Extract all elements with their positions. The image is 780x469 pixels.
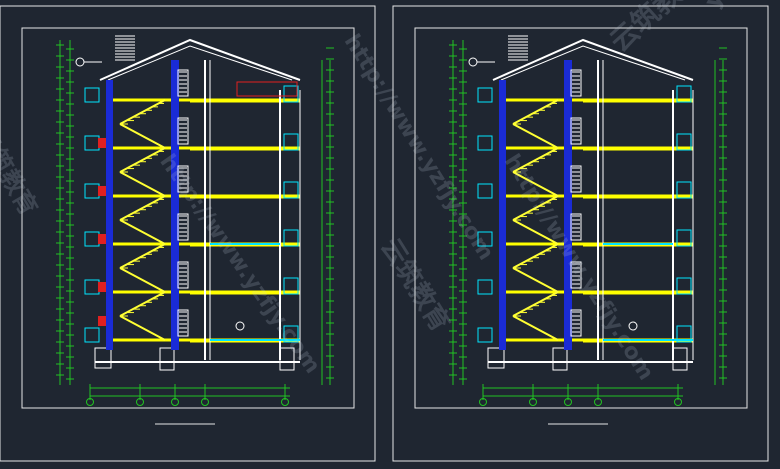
window-left bbox=[84, 327, 100, 343]
door-frame bbox=[177, 261, 189, 289]
stair-flight-down bbox=[512, 219, 559, 245]
window-right bbox=[676, 133, 692, 151]
elevation-callout bbox=[468, 57, 478, 67]
window-right bbox=[283, 181, 299, 199]
window-left bbox=[84, 135, 100, 151]
door-frame bbox=[570, 309, 582, 337]
elevation-callout bbox=[75, 57, 85, 67]
window-left bbox=[477, 327, 493, 343]
door-frame bbox=[570, 69, 582, 97]
stair-flight-up bbox=[119, 195, 166, 221]
window-right bbox=[676, 277, 692, 295]
grid-axis-bubble bbox=[564, 398, 572, 406]
stair-flight-down bbox=[119, 171, 166, 197]
window-right bbox=[676, 325, 692, 343]
grid-axis-bubble bbox=[479, 398, 487, 406]
grid-axis-bubble bbox=[201, 398, 209, 406]
window-right bbox=[283, 325, 299, 343]
grid-axis-bubble bbox=[674, 398, 682, 406]
stair-flight-down bbox=[119, 267, 166, 293]
grid-axis-bubble bbox=[171, 398, 179, 406]
stair-flight-up bbox=[512, 147, 559, 173]
window-left bbox=[84, 231, 100, 247]
stair-flight-up bbox=[119, 99, 166, 125]
door-frame bbox=[570, 117, 582, 145]
sheet-inner-frame bbox=[21, 27, 355, 409]
stair-flight-up bbox=[512, 291, 559, 317]
red-marker bbox=[98, 282, 106, 292]
red-note-box bbox=[236, 81, 298, 97]
grid-axis-bubble bbox=[281, 398, 289, 406]
window-right bbox=[283, 229, 299, 247]
door-frame bbox=[177, 117, 189, 145]
stair-flight-up bbox=[512, 99, 559, 125]
door-frame bbox=[570, 213, 582, 241]
stair-flight-up bbox=[119, 147, 166, 173]
foundation-right bbox=[279, 347, 295, 371]
roof-outline bbox=[492, 38, 694, 81]
window-left bbox=[84, 183, 100, 199]
window-left bbox=[477, 231, 493, 247]
sheet-outer-frame bbox=[392, 5, 769, 462]
red-marker bbox=[98, 138, 106, 148]
grid-axis-bubble bbox=[136, 398, 144, 406]
sheet-inner-frame bbox=[414, 27, 748, 409]
column-stair bbox=[564, 60, 572, 350]
door-frame bbox=[570, 165, 582, 193]
stair-flight-down bbox=[512, 267, 559, 293]
column-stair bbox=[171, 60, 179, 350]
stair-flight-up bbox=[512, 195, 559, 221]
stair-flight-up bbox=[119, 243, 166, 269]
window-left bbox=[84, 279, 100, 295]
stair-flight-up bbox=[119, 291, 166, 317]
sheet-outer-frame bbox=[0, 5, 376, 462]
window-right bbox=[676, 229, 692, 247]
window-left bbox=[477, 279, 493, 295]
stair-flight-down bbox=[119, 315, 166, 341]
elevation-callout bbox=[628, 321, 638, 331]
window-right bbox=[283, 85, 299, 103]
foundation-mid bbox=[552, 347, 568, 371]
red-marker bbox=[98, 234, 106, 244]
grid-axis-bubble bbox=[86, 398, 94, 406]
window-left bbox=[477, 135, 493, 151]
window-left bbox=[477, 183, 493, 199]
elevation-callout bbox=[235, 321, 245, 331]
foundation-left bbox=[94, 347, 112, 369]
window-right bbox=[676, 181, 692, 199]
door-frame bbox=[177, 69, 189, 97]
door-frame bbox=[177, 165, 189, 193]
door-frame bbox=[177, 213, 189, 241]
stair-flight-down bbox=[512, 123, 559, 149]
foundation-left bbox=[487, 347, 505, 369]
window-right bbox=[283, 133, 299, 151]
stair-flight-up bbox=[512, 243, 559, 269]
roof-outline bbox=[99, 38, 301, 81]
grid-axis-bubble bbox=[529, 398, 537, 406]
door-frame bbox=[570, 261, 582, 289]
roof-inner bbox=[500, 45, 686, 81]
window-left bbox=[477, 87, 493, 103]
stair-flight-down bbox=[512, 171, 559, 197]
roof-inner bbox=[107, 45, 293, 81]
stair-flight-down bbox=[512, 315, 559, 341]
foundation-mid bbox=[159, 347, 175, 371]
window-right bbox=[676, 85, 692, 103]
red-marker bbox=[98, 316, 106, 326]
window-right bbox=[283, 277, 299, 295]
window-left bbox=[84, 87, 100, 103]
column-left bbox=[499, 80, 506, 350]
grid-axis-bubble bbox=[594, 398, 602, 406]
stair-flight-down bbox=[119, 219, 166, 245]
column-left bbox=[106, 80, 113, 350]
stair-flight-down bbox=[119, 123, 166, 149]
foundation-right bbox=[672, 347, 688, 371]
red-marker bbox=[98, 186, 106, 196]
door-frame bbox=[177, 309, 189, 337]
